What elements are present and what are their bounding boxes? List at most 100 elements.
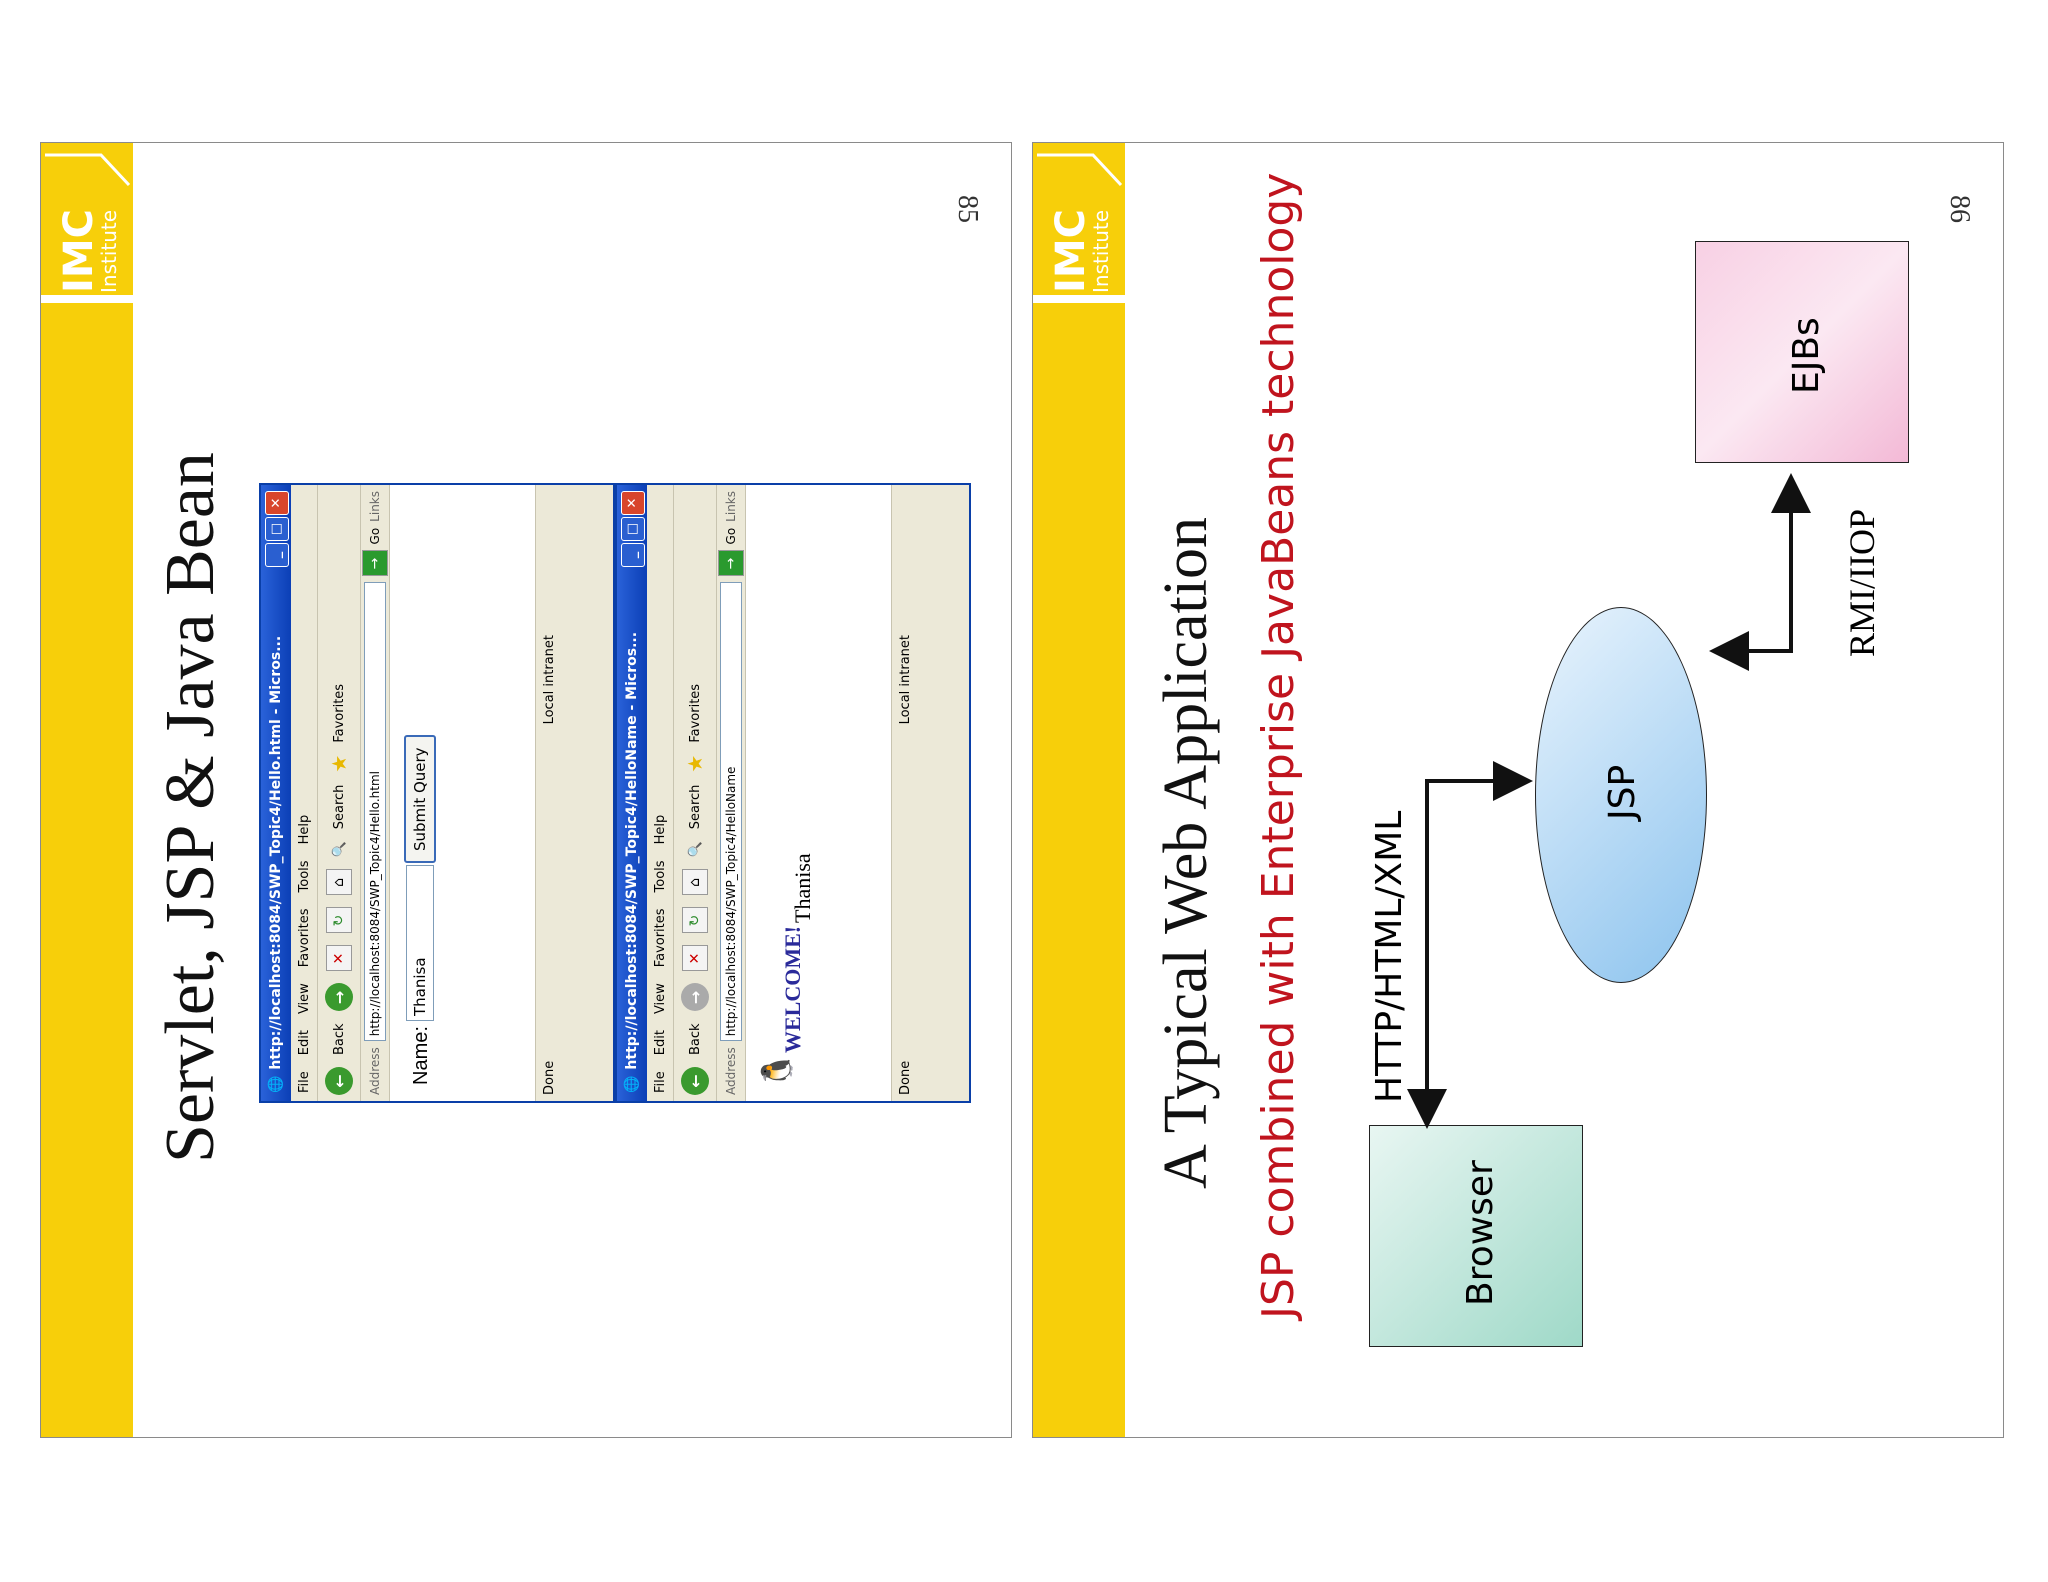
name-input[interactable]: Thanisa xyxy=(406,865,434,1021)
duke-mascot-icon: 🐧 xyxy=(760,1051,795,1089)
slide-subtitle: JSP combined with Enterprise JavaBeans t… xyxy=(1253,172,1304,1319)
status-bar: Done Local intranet xyxy=(891,485,918,1101)
favorites-button[interactable]: Favorites xyxy=(331,683,347,743)
back-arrow-icon[interactable]: ← xyxy=(325,1067,353,1095)
minimize-button[interactable]: _ xyxy=(621,543,645,567)
yellow-band xyxy=(1033,143,1125,1437)
page-content: 🐧 WELCOME! Thanisa Done Local intranet xyxy=(746,485,918,1101)
maximize-button[interactable]: □ xyxy=(265,517,289,541)
menu-file[interactable]: File xyxy=(652,1071,668,1093)
address-value: http://localhost:8084/SWP_Topic4/Hello.h… xyxy=(368,771,382,1037)
toolbar: ← Back → ✕ ↻ ⌂ 🔍 Search ★ Favorites xyxy=(318,485,361,1101)
menu-favorites[interactable]: Favorites xyxy=(652,908,668,968)
rmi-connector xyxy=(1723,473,1811,653)
go-arrow-icon[interactable]: → xyxy=(362,550,388,577)
search-icon[interactable]: 🔍 xyxy=(331,841,347,858)
home-icon[interactable]: ⌂ xyxy=(682,869,708,896)
http-connector xyxy=(1425,761,1533,1105)
submit-query-label: Submit Query xyxy=(411,747,429,851)
imc-logo: IMC Institute xyxy=(1033,151,1125,295)
submit-query-button[interactable]: Submit Query xyxy=(404,735,436,863)
imc-logo: IMC Institute xyxy=(41,151,133,295)
star-icon[interactable]: ★ xyxy=(683,754,707,773)
browser-window-helloname: 🌐 http://localhost:8084/SWP_Topic4/Hello… xyxy=(615,483,971,1103)
go-arrow-icon[interactable]: → xyxy=(718,550,744,577)
logo-sub: Institute xyxy=(97,209,121,293)
jsp-node-label: JSP xyxy=(1602,764,1643,820)
browser-titlebar: 🌐 http://localhost:8084/SWP_Topic4/Hello… xyxy=(617,485,647,1101)
refresh-icon[interactable]: ↻ xyxy=(326,907,352,934)
name-input-value: Thanisa xyxy=(411,957,429,1016)
back-button[interactable]: Back xyxy=(687,1023,703,1055)
address-label: Address xyxy=(368,1047,382,1095)
minimize-button[interactable]: _ xyxy=(265,543,289,567)
browser-titlebar: 🌐 http://localhost:8084/SWP_Topic4/Hello… xyxy=(261,485,291,1101)
star-icon[interactable]: ★ xyxy=(327,754,351,773)
zone-status: Local intranet xyxy=(541,635,557,725)
slide-number: 85 xyxy=(952,195,983,223)
address-bar: Address http://localhost:8084/SWP_Topic4… xyxy=(717,485,746,1101)
slide-86: IMC Institute A Typical Web Application … xyxy=(1032,142,2004,1438)
ejbs-node-label: EJBs xyxy=(1786,317,1827,394)
address-label: Address xyxy=(724,1047,738,1095)
browser-node: Browser xyxy=(1369,1125,1583,1347)
menu-help[interactable]: Help xyxy=(296,814,312,845)
forward-arrow-icon[interactable]: → xyxy=(325,983,353,1012)
address-input[interactable]: http://localhost:8084/SWP_Topic4/Hello.h… xyxy=(364,582,386,1042)
logo-chevron-icon xyxy=(1037,153,1123,187)
slide-title: A Typical Web Application xyxy=(1152,516,1220,1189)
menu-bar: File Edit View Favorites Tools Help xyxy=(647,485,674,1101)
home-icon[interactable]: ⌂ xyxy=(326,869,352,896)
menu-view[interactable]: View xyxy=(296,983,312,1015)
forward-arrow-icon[interactable]: → xyxy=(681,983,709,1012)
http-edge-label: HTTP/HTML/XML xyxy=(1369,810,1410,1103)
slide-85: IMC Institute Servlet, JSP & Java Bean 🌐… xyxy=(40,142,1012,1438)
menu-tools[interactable]: Tools xyxy=(652,860,668,893)
welcome-text: WELCOME! xyxy=(780,925,805,1053)
ie-icon: 🌐 xyxy=(268,1075,284,1093)
status-bar: Done Local intranet xyxy=(535,485,562,1101)
go-button[interactable]: Go xyxy=(368,527,382,545)
back-button[interactable]: Back xyxy=(331,1023,347,1055)
menu-favorites[interactable]: Favorites xyxy=(296,908,312,968)
close-button[interactable]: ✕ xyxy=(265,491,289,515)
zone-status: Local intranet xyxy=(897,635,913,725)
browser-window-hello: 🌐 http://localhost:8084/SWP_Topic4/Hello… xyxy=(259,483,615,1103)
logo-main: IMC xyxy=(56,208,102,293)
name-label: Name: xyxy=(410,1026,432,1085)
ie-icon: 🌐 xyxy=(624,1075,640,1093)
search-button[interactable]: Search xyxy=(331,784,347,830)
favorites-button[interactable]: Favorites xyxy=(687,683,703,743)
address-input[interactable]: http://localhost:8084/SWP_Topic4/HelloNa… xyxy=(720,582,742,1042)
search-button[interactable]: Search xyxy=(687,784,703,830)
refresh-icon[interactable]: ↻ xyxy=(682,907,708,934)
search-icon[interactable]: 🔍 xyxy=(687,841,703,858)
logo-chevron-icon xyxy=(45,153,131,187)
menu-file[interactable]: File xyxy=(296,1071,312,1093)
ejbs-node: EJBs xyxy=(1695,241,1909,463)
done-status: Done xyxy=(897,1060,913,1095)
slide-number: 86 xyxy=(1944,195,1975,223)
links-label[interactable]: Links xyxy=(724,491,738,522)
stop-icon[interactable]: ✕ xyxy=(682,945,708,972)
stop-icon[interactable]: ✕ xyxy=(326,945,352,972)
menu-edit[interactable]: Edit xyxy=(296,1030,312,1056)
menu-help[interactable]: Help xyxy=(652,814,668,845)
jsp-node: JSP xyxy=(1535,607,1707,983)
menu-edit[interactable]: Edit xyxy=(652,1030,668,1056)
go-button[interactable]: Go xyxy=(724,527,738,545)
logo-sub: Institute xyxy=(1089,209,1113,293)
address-bar: Address http://localhost:8084/SWP_Topic4… xyxy=(361,485,390,1101)
browser-node-label: Browser xyxy=(1460,1160,1501,1306)
links-label[interactable]: Links xyxy=(368,491,382,522)
browser-title: http://localhost:8084/SWP_Topic4/HelloNa… xyxy=(624,631,640,1070)
yellow-band xyxy=(41,143,133,1437)
back-arrow-icon[interactable]: ← xyxy=(681,1067,709,1095)
menu-view[interactable]: View xyxy=(652,983,668,1015)
greeted-name: Thanisa xyxy=(790,853,815,923)
menu-tools[interactable]: Tools xyxy=(296,860,312,893)
browser-title: http://localhost:8084/SWP_Topic4/Hello.h… xyxy=(268,635,284,1070)
close-button[interactable]: ✕ xyxy=(621,491,645,515)
slide-title: Servlet, JSP & Java Bean xyxy=(152,452,229,1163)
maximize-button[interactable]: □ xyxy=(621,517,645,541)
